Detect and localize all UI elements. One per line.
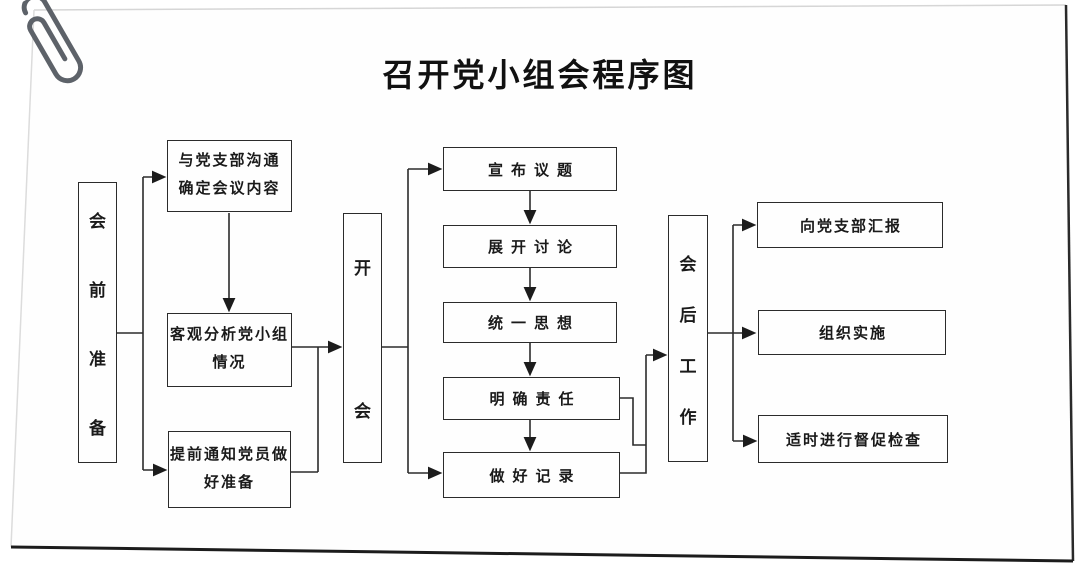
post-step-2-box: 组织实施 bbox=[758, 310, 946, 355]
meeting-step-2-box: 展开讨论 bbox=[443, 225, 617, 268]
pre-step-3-box: 提前通知党员做 好准备 bbox=[168, 431, 291, 508]
stage-label-char: 后 bbox=[679, 305, 697, 325]
stage-meeting-box: 开会 bbox=[343, 213, 382, 463]
meeting-step-3-label: 统一思想 bbox=[487, 316, 580, 332]
paper-edge-bottom bbox=[10, 545, 1074, 563]
post-step-1-label: 向党支部汇报 bbox=[799, 218, 902, 235]
stage-label-char: 会 bbox=[354, 402, 371, 421]
diagram-title: 召开党小组会程序图 bbox=[382, 57, 698, 93]
stage-label-char: 会 bbox=[679, 254, 697, 274]
stage-label-char: 备 bbox=[89, 418, 106, 438]
meeting-step-2-label: 展开讨论 bbox=[487, 240, 580, 256]
stage-label-char: 工 bbox=[679, 356, 697, 376]
post-step-3-label: 适时进行督促检查 bbox=[785, 432, 922, 449]
pre-step-1-box: 与党支部沟通 确定会议内容 bbox=[167, 140, 292, 212]
stage-label-char: 作 bbox=[679, 407, 697, 427]
meeting-step-4-box: 明确责任 bbox=[443, 377, 620, 420]
meeting-step-1-box: 宣布议题 bbox=[443, 147, 617, 191]
paper-edge-top bbox=[33, 4, 1067, 11]
stage-label-char: 准 bbox=[89, 349, 106, 369]
meeting-step-3-box: 统一思想 bbox=[443, 302, 617, 343]
pre-step-3-line1: 提前通知党员做 bbox=[169, 446, 289, 463]
stage-label-char: 会 bbox=[89, 211, 106, 231]
pre-step-1-line1: 与党支部沟通 bbox=[178, 153, 281, 170]
paperclip-wire bbox=[21, 0, 84, 84]
post-step-3-box: 适时进行督促检查 bbox=[758, 415, 948, 463]
meeting-step-4-label: 明确责任 bbox=[489, 392, 582, 408]
post-step-2-label: 组织实施 bbox=[818, 326, 887, 342]
meeting-step-1-label: 宣布议题 bbox=[487, 162, 580, 179]
stage-label-char: 开 bbox=[354, 259, 371, 278]
pre-step-2-box: 客观分析党小组 情况 bbox=[167, 313, 292, 387]
post-step-1-box: 向党支部汇报 bbox=[757, 202, 943, 248]
meeting-step-5-box: 做好记录 bbox=[443, 452, 620, 498]
pre-step-2-line2: 情况 bbox=[212, 355, 247, 371]
pre-step-1-line2: 确定会议内容 bbox=[178, 181, 281, 197]
paper-edge-right bbox=[1064, 4, 1075, 562]
pre-step-2-line1: 客观分析党小组 bbox=[169, 327, 289, 344]
paperclip-icon bbox=[21, 0, 84, 84]
meeting-step-5-label: 做好记录 bbox=[489, 468, 582, 485]
paper-edge-left bbox=[10, 9, 35, 548]
stage-label-char: 前 bbox=[89, 280, 106, 300]
stage-post-meeting-box: 会后工作 bbox=[668, 215, 708, 462]
stage-pre-meeting-box: 会前准备 bbox=[78, 182, 117, 463]
pre-step-3-line2: 好准备 bbox=[203, 474, 255, 491]
